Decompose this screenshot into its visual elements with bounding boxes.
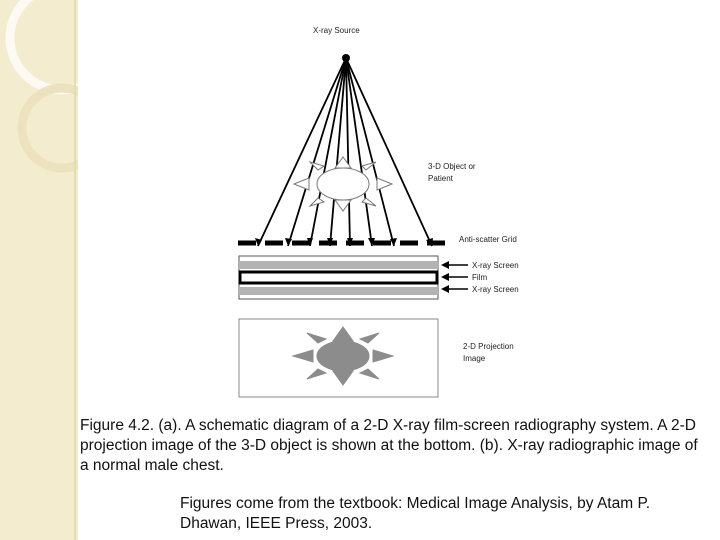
label-3d-object-line1: 3-D Object or	[428, 162, 476, 171]
object-sun-shape	[292, 156, 394, 212]
decorative-circles-icon	[5, 0, 78, 540]
label-3d-object-line2: Patient	[428, 174, 453, 183]
label-film: Film	[472, 273, 488, 282]
label-anti-scatter-grid: Anti-scatter Grid	[459, 235, 517, 244]
xray-screen-top	[239, 261, 438, 269]
source-credit: Figures come from the textbook: Medical …	[180, 495, 651, 532]
layer-pointer-arrows	[441, 261, 468, 293]
film-layer	[238, 270, 439, 285]
xray-screen-bottom	[239, 287, 438, 295]
decorative-side-strip	[0, 0, 78, 540]
screen-film-stack	[238, 255, 439, 300]
figure-caption: Figure 4.2. (a). A schematic diagram of …	[80, 417, 698, 474]
xray-beams	[257, 57, 433, 247]
label-2d-projection-line2: Image	[463, 354, 486, 363]
label-xray-screen-top: X-ray Screen	[472, 261, 519, 270]
label-xray-source: X-ray Source	[313, 26, 360, 35]
projected-sun-shape	[291, 326, 395, 386]
label-2d-projection-line1: 2-D Projection	[463, 342, 514, 351]
label-xray-screen-bottom: X-ray Screen	[472, 285, 519, 294]
